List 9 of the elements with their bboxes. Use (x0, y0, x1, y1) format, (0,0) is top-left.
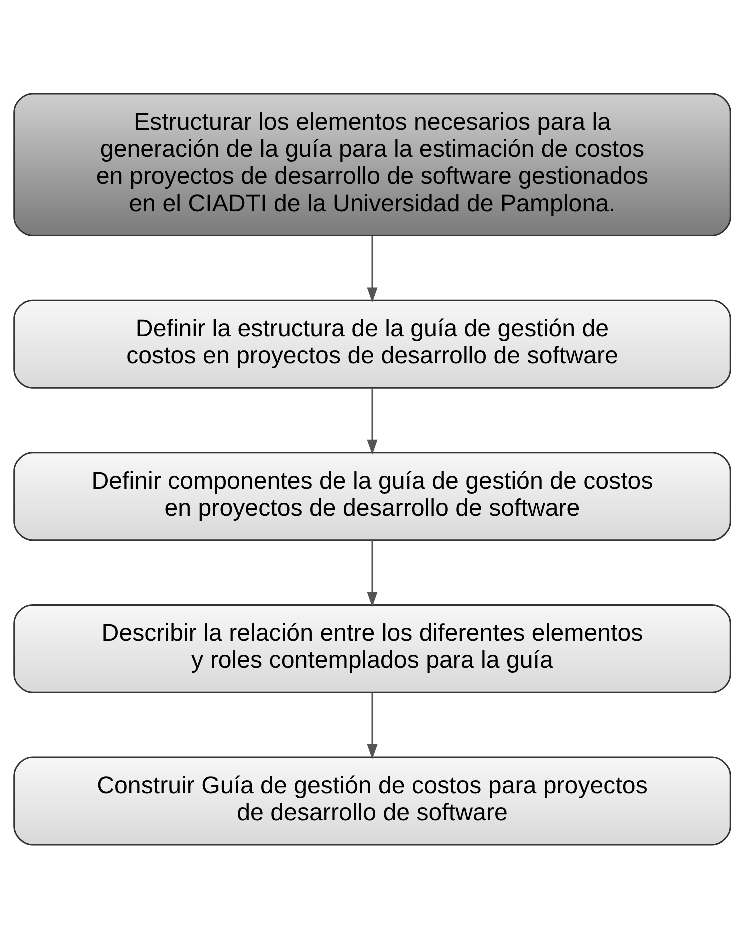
node-box: Definir la estructura de la guía de gestión de costos en proyectos de desarrollo de software (14, 300, 732, 389)
arrow (367, 540, 378, 608)
arrow (367, 692, 378, 760)
node-box: Describir la relación entre los diferentes elementos y roles contemplados para la guía (14, 604, 732, 694)
arrow (367, 388, 378, 455)
node-box: Construir Guía de gestión de costos para proyectos de desarrollo de software (14, 756, 732, 846)
arrow (367, 236, 378, 303)
node-box: Definir componentes de la guía de gestión de costos en proyectos de desarrollo de software (14, 452, 732, 542)
node-box: Estructurar los elementos necesarios para la generación de la guía para la estimación de costos en proyectos de desarrollo de software gestionados en el CIADTI de la Universidad de Pamplona. (14, 93, 732, 237)
